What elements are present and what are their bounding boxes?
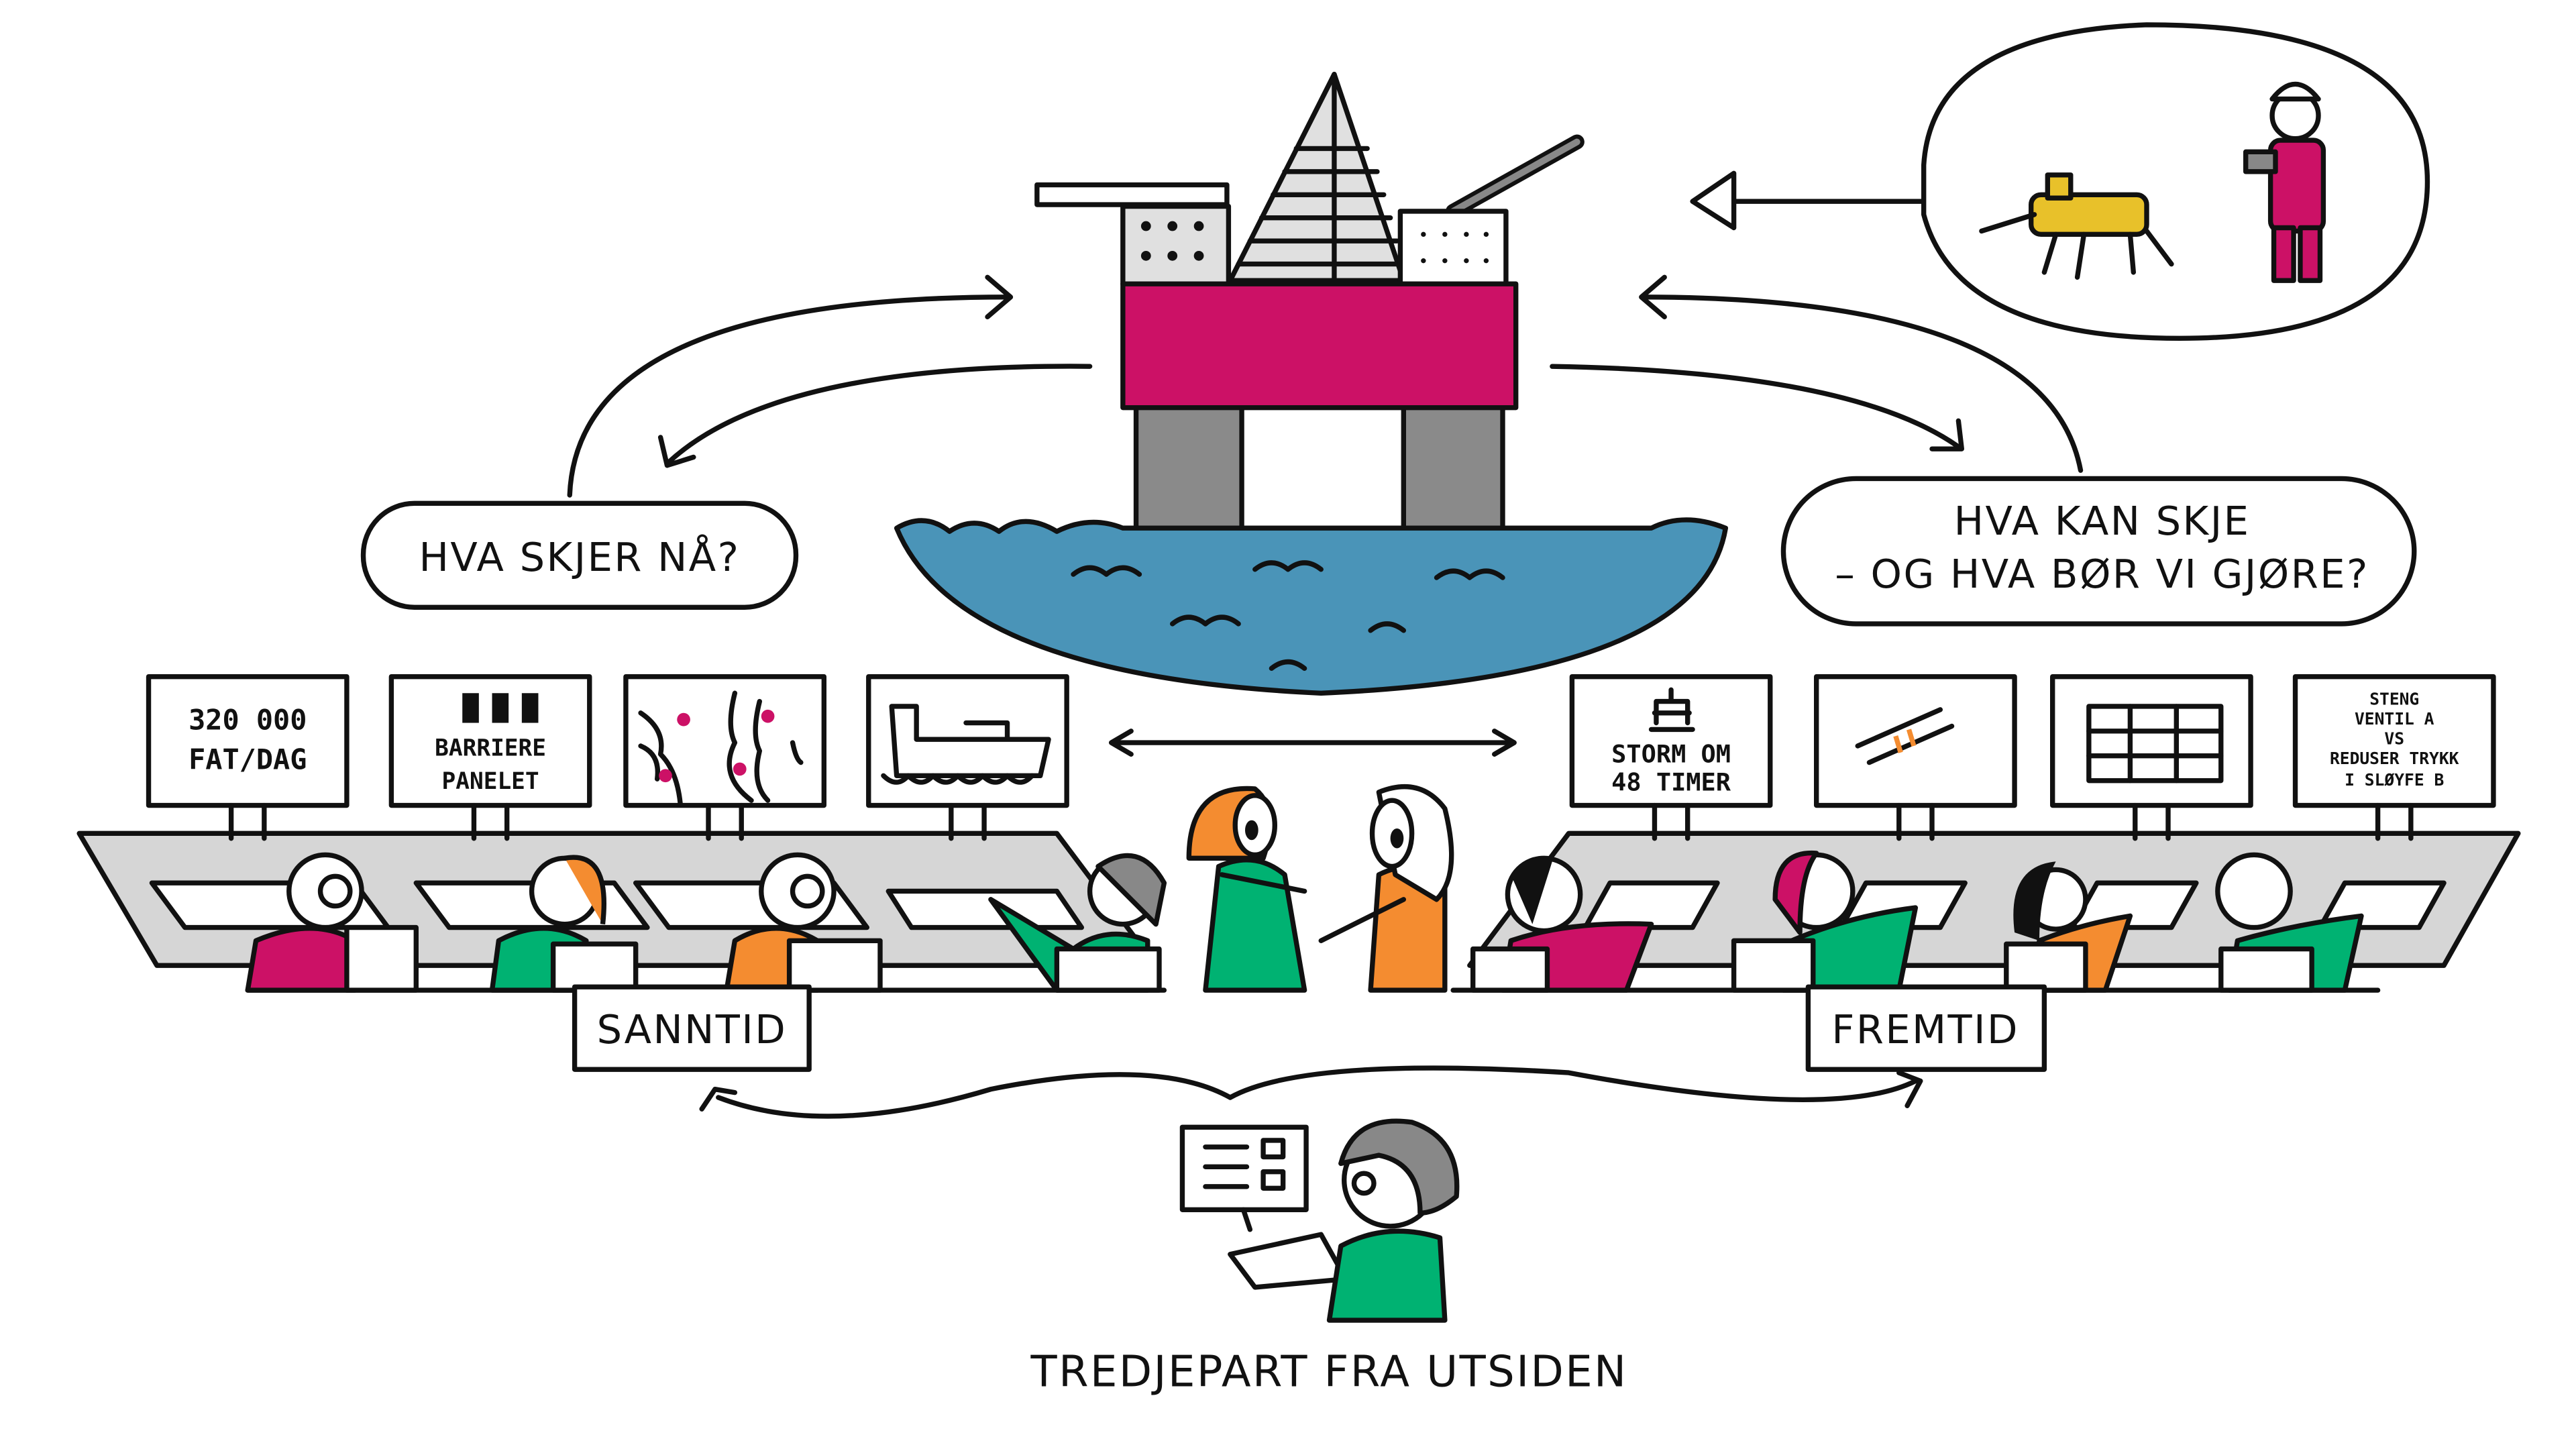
production-unit: FAT/DAG xyxy=(189,743,307,775)
table-icon xyxy=(2086,704,2224,784)
realtime-label-text: SANNTID xyxy=(597,1006,788,1053)
question-now: HVA SKJER NÅ? xyxy=(419,534,741,580)
helideck xyxy=(1034,182,1230,207)
question-future-line2: – OG HVA BØR VI GJØRE? xyxy=(1835,551,2369,597)
operator xyxy=(724,852,883,993)
discussing-person-left xyxy=(1186,786,1307,993)
realtime-label: SANNTID xyxy=(572,984,812,1072)
barrier-line1: BARRIERE xyxy=(435,735,546,762)
decision-line4: REDUSER TRYKK xyxy=(2330,749,2459,768)
decision-line2: VENTIL A xyxy=(2355,709,2434,729)
production-value: 320 000 xyxy=(189,703,307,736)
platform-leg-right xyxy=(1401,403,1505,547)
third-party-label: TREDJEPART FRA UTSIDEN xyxy=(1030,1348,1628,1397)
waves xyxy=(1071,560,1505,672)
monitor-production: 320 000 FAT/DAG xyxy=(146,674,350,841)
derrick xyxy=(1228,72,1406,283)
platform-leg-left xyxy=(1133,403,1244,547)
platform-deck xyxy=(1120,281,1519,411)
operator xyxy=(245,852,419,993)
monitor-decision: STENG VENTIL A VS REDUSER TRYKK I SLØYFE… xyxy=(2292,674,2496,841)
oil-platform xyxy=(1034,72,1585,547)
field-bubble xyxy=(1921,22,2430,341)
monitor-storm: STORM OM 48 TIMER xyxy=(1569,674,1773,841)
keyboard-icon xyxy=(1228,1232,1348,1290)
decision-line3: VS xyxy=(2384,729,2404,749)
storm-line1: STORM OM xyxy=(1611,740,1731,769)
flow-arrows xyxy=(567,170,2084,1119)
question-now-bubble: HVA SKJER NÅ? xyxy=(360,500,799,610)
operator xyxy=(489,855,639,993)
module-building xyxy=(1397,209,1509,286)
monitor-pipe xyxy=(1814,674,2017,841)
operator xyxy=(1470,855,1654,993)
monitor-flow-lines xyxy=(623,674,827,841)
operator xyxy=(988,853,1167,993)
monitor-ship xyxy=(866,674,1069,841)
decision-line1: STENG xyxy=(2369,689,2419,708)
future-label: FREMTID xyxy=(1805,984,2047,1072)
platform-icon xyxy=(1648,687,1695,733)
operator xyxy=(2215,852,2364,993)
third-party-person xyxy=(1179,1118,1460,1323)
question-future-line1: HVA KAN SKJE xyxy=(1954,498,2251,544)
storm-line2: 48 TIMER xyxy=(1611,767,1731,796)
monitor-table xyxy=(2050,674,2253,841)
operators xyxy=(245,850,2364,993)
barrier-line2: PANELET xyxy=(441,768,539,795)
field-worker-icon xyxy=(2243,81,2326,283)
robot-dog-icon xyxy=(1979,172,2174,280)
operator xyxy=(2004,861,2133,993)
sea xyxy=(894,517,1728,696)
operator xyxy=(1731,850,1919,993)
discussing-person-right xyxy=(1318,784,1454,993)
ship-icon xyxy=(889,704,1051,778)
decision-line5: I SLØYFE B xyxy=(2345,770,2444,790)
monitor-barrier-panel: BARRIERE PANELET xyxy=(388,674,592,841)
pipe-icon xyxy=(1855,707,1955,765)
question-future-bubble: HVA KAN SKJE – OG HVA BØR VI GJØRE? xyxy=(1780,476,2417,627)
living-quarters xyxy=(1120,203,1232,286)
future-label-text: FREMTID xyxy=(1831,1006,2019,1053)
barrier-indicators-icon xyxy=(462,693,539,723)
